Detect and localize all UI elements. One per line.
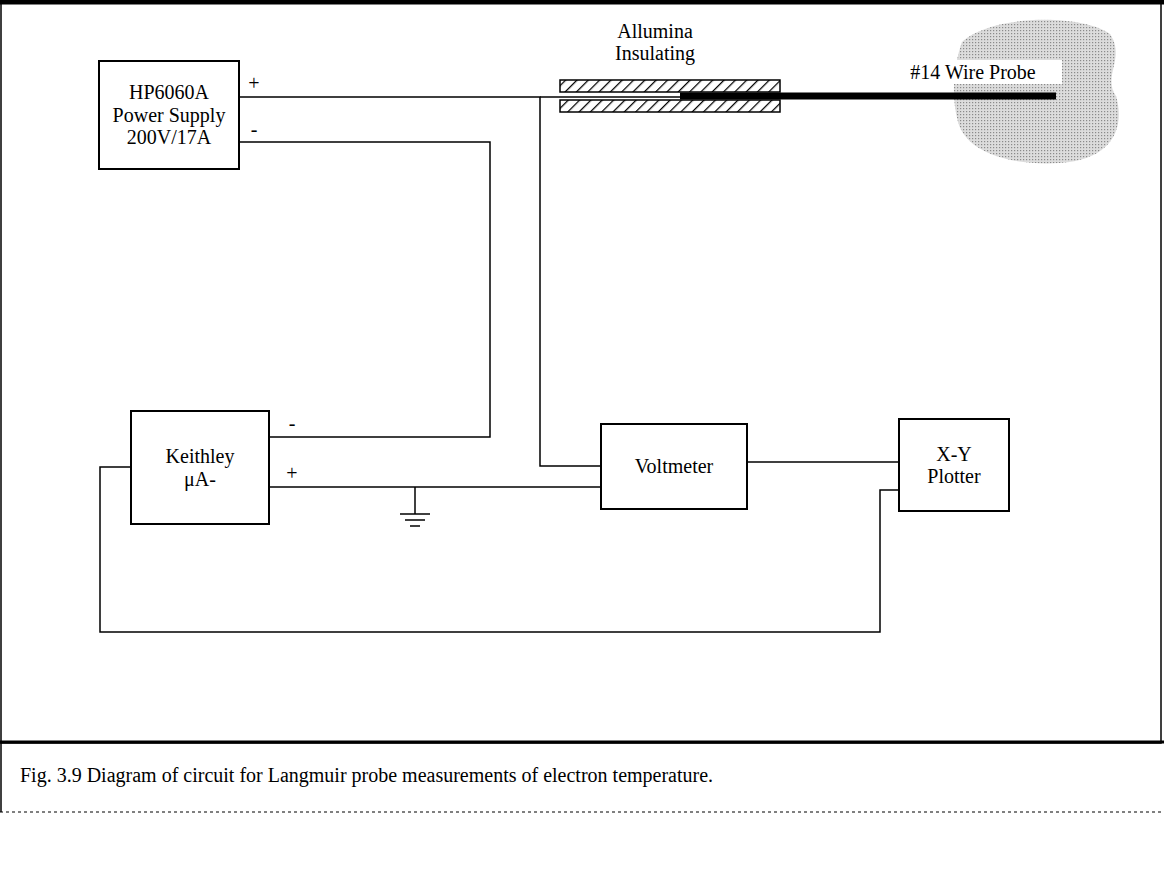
box-label: X-Y Plotter [914,443,994,488]
power-supply-box: HP6060A Power Supply 200V/17A [98,60,240,170]
box-label: Voltmeter [614,455,734,477]
probe-lead-wire [540,96,680,98]
figure-caption: Fig. 3.9 Diagram of circuit for Langmuir… [20,764,713,787]
terminal-sign: - [244,118,264,140]
circuit-wire [270,486,600,488]
caption-frame [0,742,2,812]
alumina-tube [560,100,780,112]
part-label: Allumina Insulating [600,20,710,65]
terminal-sign: - [282,412,302,434]
figure-frame [1,3,1161,743]
caption-rule [0,741,1164,744]
plotter-box: X-Y Plotter [898,418,1010,512]
box-label: Keithley μA- [155,445,245,490]
caption-bottom-rule [0,812,1164,813]
terminal-sign: + [282,462,302,484]
alumina-tube [560,80,780,92]
terminal-sign: + [244,72,264,94]
voltmeter-box: Voltmeter [600,423,748,510]
ground-symbol [400,487,430,526]
circuit-wire [240,97,600,466]
frame-top-rule [0,0,1164,5]
circuit-wire [240,142,490,437]
part-label: #14 Wire Probe [884,60,1062,84]
picoammeter-box: Keithley μA- [130,410,270,525]
box-label: HP6060A Power Supply 200V/17A [108,81,230,148]
circuit-wire [748,461,898,463]
wire-probe [680,93,1056,100]
plasma-region [954,20,1119,164]
